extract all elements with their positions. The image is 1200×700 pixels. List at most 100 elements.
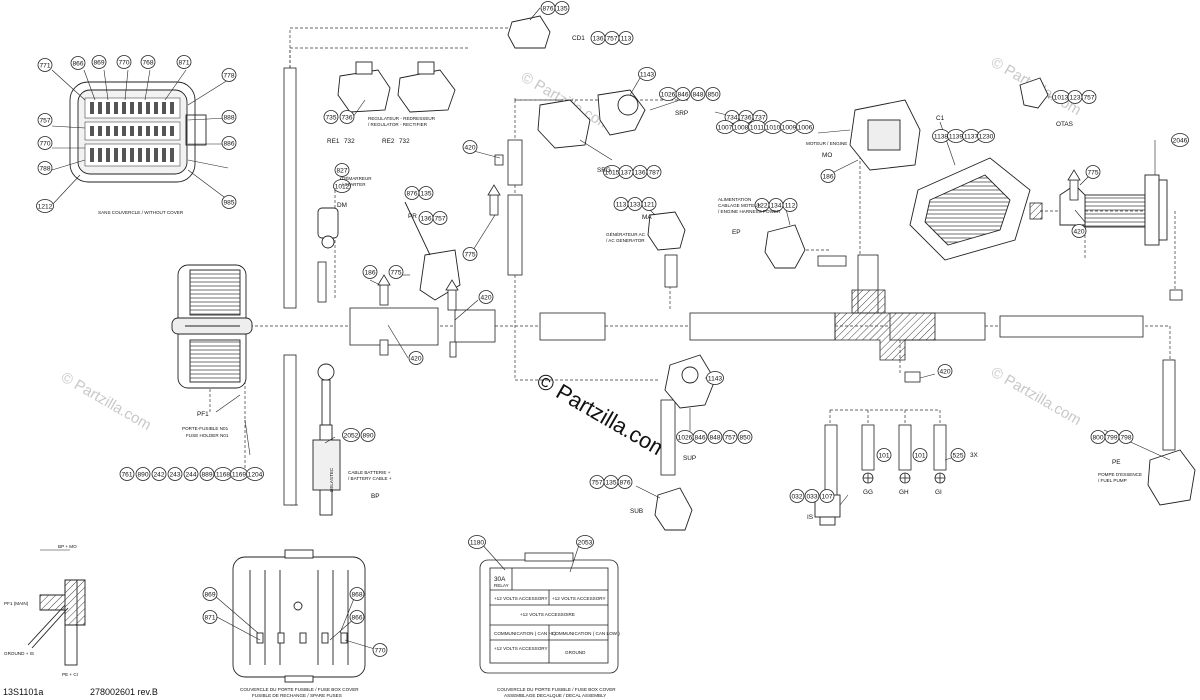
callout-number: 122	[756, 202, 767, 209]
callout-bubble	[462, 140, 478, 154]
callout-number: 1169	[232, 471, 247, 478]
callout-number: 136	[592, 35, 603, 42]
callout-number: 768	[142, 59, 153, 66]
callout-bubble	[323, 110, 339, 124]
fuse-holder-pf1	[171, 264, 253, 389]
note: / REGULATOR - RECTIFIER	[368, 122, 428, 127]
callout-number: 889	[201, 471, 212, 478]
callout-number: 420	[410, 355, 421, 362]
callout-number: 876	[542, 5, 553, 12]
callout-number: 123	[1069, 94, 1080, 101]
callout-number: 850	[739, 434, 750, 441]
callout-bubble	[478, 290, 494, 304]
note: ALIMENTATION	[718, 197, 751, 202]
sub-connector	[654, 487, 693, 531]
callout-number: 112	[785, 202, 796, 209]
note: / ENGINE HARNESS POWER	[718, 209, 781, 214]
callout-number: 1143	[708, 375, 723, 382]
callout-number: 761	[121, 471, 132, 478]
callout-bubble	[221, 195, 237, 209]
designator: 732	[399, 138, 410, 145]
callout-number: 737	[754, 114, 765, 121]
callout-bubble	[1171, 133, 1189, 147]
callout-bubble	[876, 448, 892, 462]
callout-number: 032	[791, 493, 802, 500]
callout-number: 137	[620, 169, 631, 176]
callout-number: 1006	[798, 124, 813, 131]
callout-number: 890	[137, 471, 148, 478]
relay-connectors	[337, 15, 551, 113]
callout-number: 121	[643, 201, 654, 208]
designators: CD1 PR DM SRG SRP MA EP MO C1 OTAS PF1 B…	[197, 35, 1121, 521]
callout-bubble	[91, 55, 107, 69]
callout-number: 869	[204, 591, 215, 598]
captions: COUVERCLE DU PORTE FUSIBLE / FUSE BOX CO…	[240, 687, 616, 698]
decal-text: +12 VOLTS ACCESSOIRE	[520, 612, 575, 617]
callout-number: 135	[605, 479, 616, 486]
callout-number: 1009	[782, 124, 797, 131]
callout-number: 101	[878, 452, 889, 459]
ecu-connector	[909, 157, 1031, 261]
callout-number: 868	[351, 591, 362, 598]
inset-label: GROUND + IS	[4, 651, 34, 656]
decal-text: COMMUNICATION ( CAN HI )	[494, 631, 556, 636]
callout-number: 736	[740, 114, 751, 121]
watermark: © Partzilla.com	[58, 369, 154, 434]
designator: PF1	[197, 411, 209, 418]
callout-number: 757	[591, 479, 602, 486]
designator: RE2	[382, 138, 395, 145]
decal-text: RELAY	[494, 583, 509, 588]
callout-number: 133	[629, 201, 640, 208]
callout-bubble	[221, 68, 237, 82]
callout-bubble	[977, 129, 995, 143]
callout-number: 798	[1120, 434, 1131, 441]
note: / AC GENERATOR	[606, 238, 645, 243]
callout-number: 135	[420, 190, 431, 197]
callout-number: 846	[677, 91, 688, 98]
callout-bubble	[221, 136, 237, 150]
callout-number: 735	[325, 114, 336, 121]
callout-number: 866	[72, 60, 83, 67]
callout-bubble	[349, 610, 365, 624]
otas-sensor	[1019, 77, 1049, 109]
callout-number: 866	[351, 614, 362, 621]
callout-bubble	[362, 265, 378, 279]
designator: GG	[863, 489, 873, 496]
callout-bubble	[151, 467, 167, 481]
callout-number: 757	[39, 117, 50, 124]
callout-number: 113	[621, 35, 632, 42]
designator: RE1	[327, 138, 340, 145]
caption: COUVERCLE DU PORTE FUSIBLE / FUSE BOX CO…	[240, 687, 359, 692]
callout-number: 736	[341, 114, 352, 121]
main-junction	[834, 202, 1043, 361]
designator: PR	[408, 213, 417, 220]
callout-number: 186	[822, 173, 833, 180]
callout-number: 033	[806, 493, 817, 500]
designator: EP	[732, 229, 741, 236]
designator: PE	[1112, 459, 1121, 466]
callout-bubble	[116, 55, 132, 69]
callout-number: 135	[556, 5, 567, 12]
inset-label: PF1 (MAIN)	[4, 601, 29, 606]
note: GÉNÉRATEUR AC	[606, 231, 646, 237]
designator: SUB	[630, 508, 643, 515]
callout-bubble	[722, 430, 738, 444]
callout-bubble	[339, 110, 355, 124]
designator: GH	[899, 489, 909, 496]
callout-bubble	[576, 535, 594, 549]
callout-bubble	[707, 430, 723, 444]
designator: SRP	[675, 110, 688, 117]
designator: GI	[935, 489, 942, 496]
callout-number: 787	[648, 169, 659, 176]
note: CABLAGE MOTEUR	[718, 203, 762, 208]
callout-bubble	[119, 467, 135, 481]
callout-bubble	[221, 110, 237, 124]
note: CABLE BATTERIE +	[348, 470, 391, 475]
callout-bubble	[334, 163, 350, 177]
callout-bubble	[646, 165, 662, 179]
note: PORTE-FUSIBLE N01	[182, 426, 229, 431]
callout-number: 134	[770, 202, 781, 209]
fuse-decal-text: 30A RELAY +12 VOLTS ACCESSORY +12 VOLTS …	[494, 576, 620, 655]
callout-bubble	[706, 371, 724, 385]
